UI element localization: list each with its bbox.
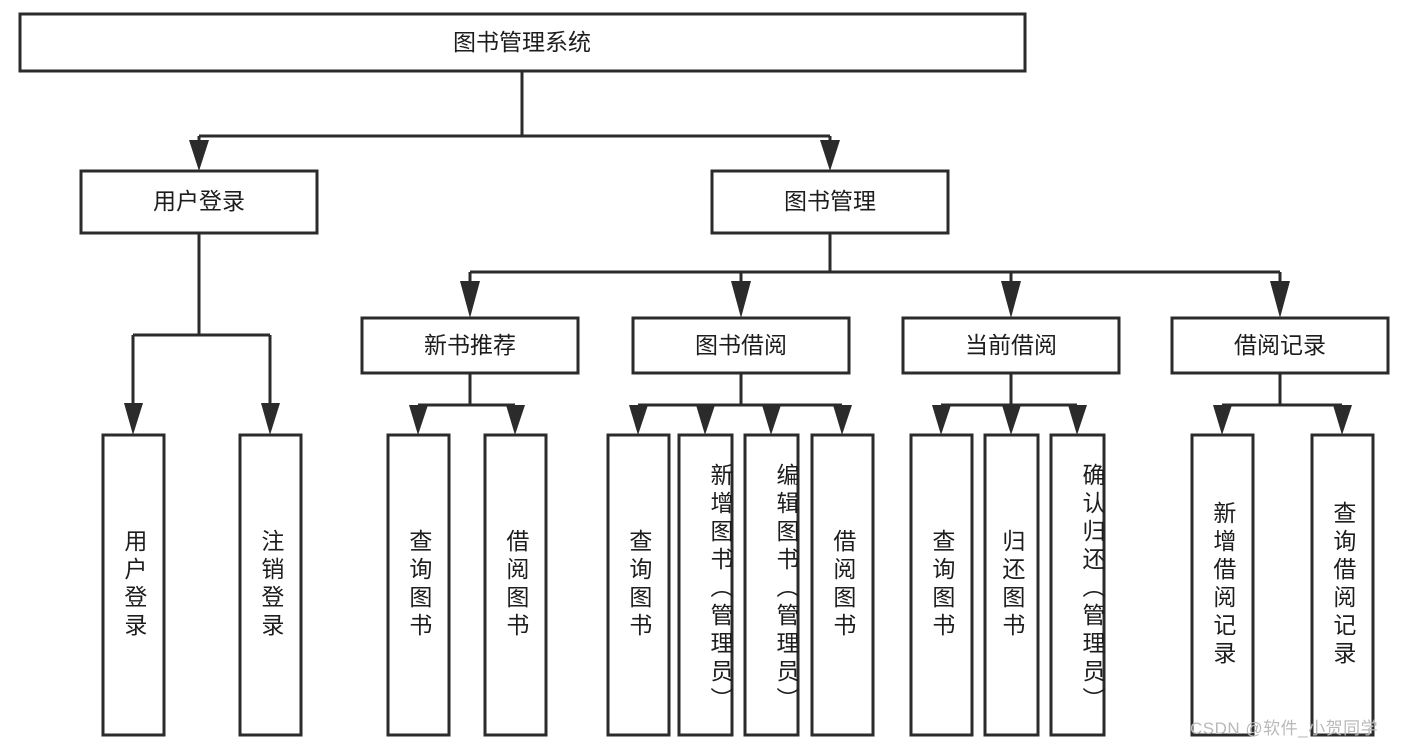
arrow-head-leaf-query-book-recommend: [409, 405, 428, 435]
leaf-user-login-box[interactable]: [101, 433, 166, 737]
node-current-borrow-box[interactable]: [901, 316, 1121, 375]
node-user-login-box[interactable]: [79, 169, 319, 235]
node-book-manage-box[interactable]: [710, 169, 950, 235]
leaf-borrow-book-recommend-box[interactable]: [483, 433, 548, 737]
leaf-query-book-borrow-box[interactable]: [606, 433, 671, 737]
leaf-query-borrow-record-box[interactable]: [1310, 433, 1375, 737]
csdn-watermark: CSDN @软件_小贺同学: [1190, 719, 1379, 738]
leaf-query-book-recommend-box[interactable]: [386, 433, 451, 737]
node-current-borrow-label: 当前借阅: [965, 332, 1057, 358]
edge-book-manage-to-level3: [460, 233, 1290, 318]
node-book-manage[interactable]: 图书管理: [710, 169, 950, 235]
arrow-head-leaf-query-book-current: [932, 405, 951, 435]
arrow-head-leaf-add-book-admin: [696, 405, 715, 435]
arrow-head-book-borrow: [731, 281, 751, 318]
node-borrow-record-label: 借阅记录: [1234, 332, 1326, 358]
arrow-head-book-manage: [820, 140, 840, 171]
node-root-label: 图书管理系统: [453, 29, 591, 55]
leaf-borrow-book-box[interactable]: [810, 433, 875, 737]
node-root[interactable]: 图书管理系统: [18, 12, 1027, 73]
arrow-head-leaf-query-book-borrow: [629, 405, 648, 435]
node-new-book-recommend-box[interactable]: [360, 316, 580, 375]
node-book-borrow-box[interactable]: [631, 316, 851, 375]
arrow-head-leaf-edit-book-admin: [762, 405, 781, 435]
node-current-borrow[interactable]: 当前借阅: [901, 316, 1121, 375]
edge-new-book-recommend-to-leaves: [409, 373, 525, 435]
node-root-box[interactable]: [18, 12, 1027, 73]
arrow-head-leaf-borrow-book: [833, 405, 852, 435]
node-borrow-record-box[interactable]: [1170, 316, 1390, 375]
edge-user-login-to-leaves: [124, 233, 280, 435]
leaf-add-borrow-record-box[interactable]: [1190, 433, 1255, 737]
node-book-borrow[interactable]: 图书借阅: [631, 316, 851, 375]
arrow-head-leaf-confirm-return-admin: [1068, 405, 1087, 435]
leaf-boxes: [101, 433, 1375, 737]
node-book-manage-label: 图书管理: [784, 188, 876, 214]
arrow-head-leaf-return-book: [1002, 405, 1021, 435]
edge-root-to-level2: [189, 71, 840, 171]
node-user-login[interactable]: 用户登录: [79, 169, 319, 235]
node-user-login-label: 用户登录: [153, 188, 245, 214]
node-new-book-recommend[interactable]: 新书推荐: [360, 316, 580, 375]
arrow-head-leaf-borrow-book-recommend: [506, 405, 525, 435]
leaf-add-book-admin-box[interactable]: [677, 433, 734, 737]
arrow-head-leaf-query-borrow-record: [1333, 405, 1352, 435]
leaf-logout-login-box[interactable]: [238, 433, 303, 737]
arrow-head-leaf-add-borrow-record: [1213, 405, 1232, 435]
node-borrow-record[interactable]: 借阅记录: [1170, 316, 1390, 375]
node-book-borrow-label: 图书借阅: [695, 332, 787, 358]
arrow-head-leaf-logout-login: [261, 403, 280, 435]
arrow-head-user-login: [189, 140, 209, 171]
arrow-head-current-borrow: [1001, 281, 1021, 318]
edge-borrow-record-to-leaves: [1213, 373, 1352, 435]
edge-current-borrow-to-leaves: [932, 373, 1087, 435]
leaf-return-book-box[interactable]: [983, 433, 1040, 737]
arrow-head-new-book-recommend: [460, 281, 480, 318]
leaf-edit-book-admin-box[interactable]: [743, 433, 800, 737]
arrow-head-borrow-record: [1270, 281, 1290, 318]
edge-book-borrow-to-leaves: [629, 373, 852, 435]
leaf-confirm-return-admin-box[interactable]: [1049, 433, 1106, 737]
leaf-query-book-current-box[interactable]: [909, 433, 974, 737]
arrow-head-leaf-user-login: [124, 403, 143, 435]
node-new-book-recommend-label: 新书推荐: [424, 332, 516, 358]
